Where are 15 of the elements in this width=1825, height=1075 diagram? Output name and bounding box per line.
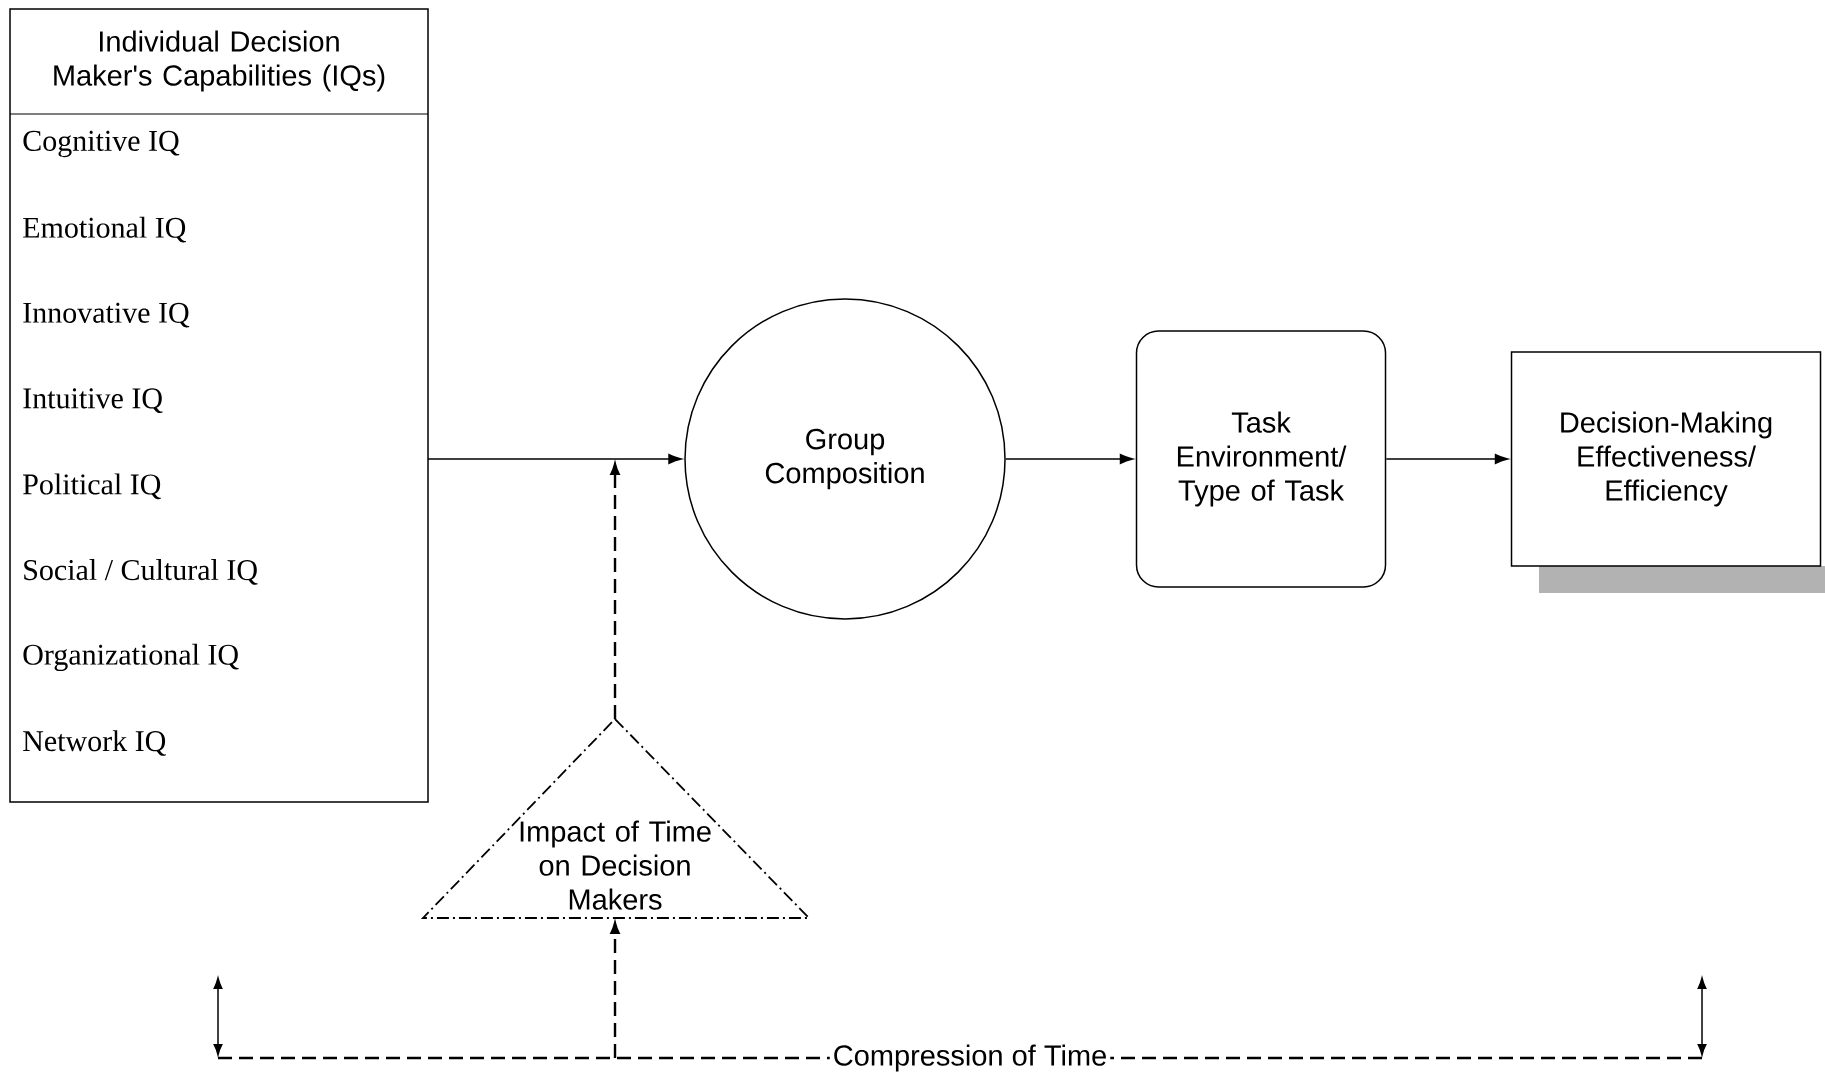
bracket-label: Compression of Time	[829, 1041, 1111, 1075]
list-item: Social / Cultural IQ	[24, 559, 258, 585]
list-item: Cognitive IQ	[23, 130, 180, 158]
list-item: Intuitive IQ	[23, 388, 163, 414]
list-item: Political IQ	[23, 473, 161, 500]
list-item: Organizational IQ	[23, 643, 239, 672]
list-item: Emotional IQ	[23, 216, 186, 243]
list-item: Network IQ	[23, 730, 166, 756]
arrow	[1385, 454, 1509, 464]
arrow	[1005, 454, 1134, 464]
arrow	[427, 454, 682, 464]
outcome-box: Decision-Making Effectiveness/ Efficiency	[1510, 351, 1825, 593]
process-box: Task Environment/ Type of Task	[1135, 330, 1387, 588]
arrow	[610, 922, 620, 1058]
list-item: Innovative IQ	[23, 302, 190, 328]
